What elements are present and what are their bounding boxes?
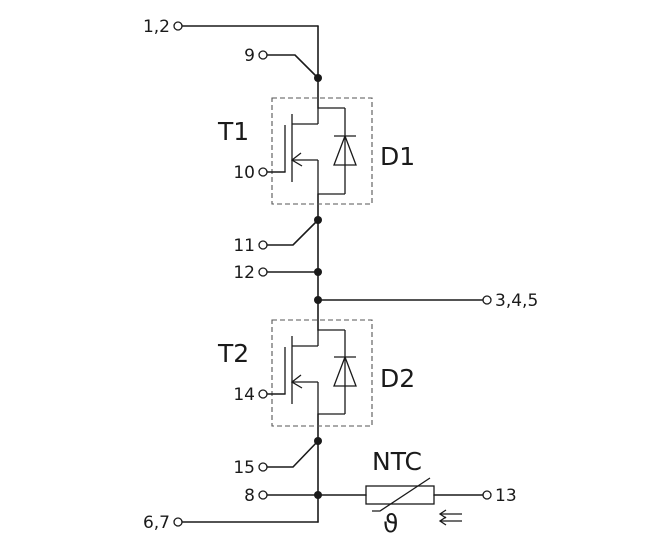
pin-labels: 1,2 9 10 11 12 3,4,5 14 15 8 6,7 13 <box>143 17 538 533</box>
label-d2: D2 <box>380 364 415 393</box>
t2-dashed-outline <box>271 319 373 427</box>
label-ntc: NTC <box>372 447 422 476</box>
terminal-9 <box>258 50 268 60</box>
t1-d1-module <box>266 97 373 205</box>
label-t1: T1 <box>217 117 249 146</box>
pin-label-13: 13 <box>495 486 517 506</box>
terminal-8 <box>258 490 268 500</box>
terminal-3-4-5 <box>482 295 492 305</box>
pin-label-14: 14 <box>233 385 255 405</box>
pin-label-1-2: 1,2 <box>143 17 170 37</box>
t2-d2-module <box>266 319 373 427</box>
side-wires <box>266 54 484 496</box>
label-d1: D1 <box>380 142 415 171</box>
terminal-15 <box>258 462 268 472</box>
terminal-1-2 <box>173 21 183 31</box>
junction-dots <box>314 74 322 499</box>
theta-symbol: ϑ <box>383 509 398 538</box>
terminal-14 <box>258 389 268 399</box>
pin-label-11: 11 <box>233 236 255 256</box>
pin-label-15: 15 <box>233 458 255 478</box>
diode-d1-symbol <box>318 107 357 195</box>
terminals <box>173 21 492 527</box>
terminal-12 <box>258 267 268 277</box>
terminal-10 <box>258 167 268 177</box>
ntc-thermistor-symbol: ϑ <box>365 477 462 538</box>
thermal-arrows-icon <box>438 509 462 526</box>
terminal-11 <box>258 240 268 250</box>
pin-label-3-4-5: 3,4,5 <box>495 291 538 311</box>
terminal-13 <box>482 490 492 500</box>
component-labels: T1 D1 T2 D2 NTC <box>217 117 422 476</box>
pin-label-9: 9 <box>244 46 255 66</box>
terminal-6-7 <box>173 517 183 527</box>
pin-label-10: 10 <box>233 163 255 183</box>
t1-dashed-outline <box>271 97 373 205</box>
pin-label-12: 12 <box>233 263 255 283</box>
label-t2: T2 <box>217 339 249 368</box>
igbt-t1-symbol <box>266 108 319 194</box>
pin-label-6-7: 6,7 <box>143 513 170 533</box>
pin-label-8: 8 <box>244 486 255 506</box>
diode-d2-symbol <box>318 329 357 415</box>
igbt-t2-symbol <box>266 330 319 414</box>
